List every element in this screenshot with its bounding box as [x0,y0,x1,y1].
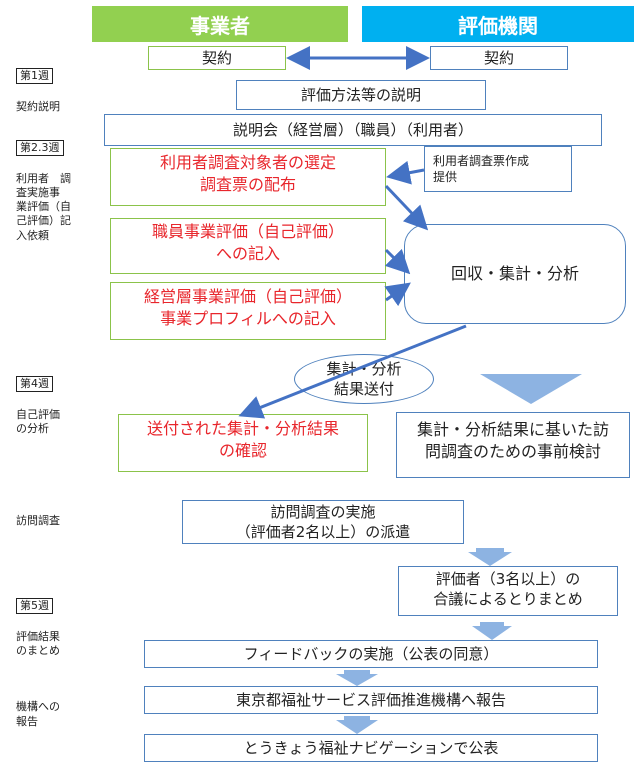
week-2-3-desc: 利用者 調 査実施事 業評価（自 己評価）記 入依頼 [16,171,71,242]
explain-method-box: 評価方法等の説明 [236,80,486,110]
survey-to-user-arrow [386,160,425,185]
staff-eval-box: 職員事業評価（自己評価） への記入 [110,218,386,274]
pre-review-box: 集計・分析結果に基いた訪 問調査のための事前検討 [396,412,630,478]
week-4-label: 第4週 [16,376,53,393]
collect-to-confirm-arrow [238,324,467,419]
user-survey-box: 利用者調査対象者の選定 調査票の配布 [110,148,386,206]
contract-evaluator: 契約 [430,46,568,70]
feedback-box: フィードバックの実施（公表の同意） [144,640,598,668]
survey-sheet-box: 利用者調査票作成 提供 [424,146,572,192]
down-arrow-4 [336,670,378,686]
down-arrow-3 [472,622,512,640]
week-2-3-label: 第2.3週 [16,140,64,157]
week-report-desc: 機構への 報告 [16,700,60,728]
big-down-arrow-1 [480,374,582,404]
week-5-label: 第5週 [16,598,53,615]
week-visit: 訪問調査 [16,500,96,529]
contract-business: 契約 [148,46,286,70]
staff-to-collect-arrow [384,248,411,275]
report-box: 東京都福祉サービス評価推進機構へ報告 [144,686,598,714]
visit-box: 訪問調査の実施 （評価者2名以上）の派遣 [182,500,464,544]
confirm-results-box: 送付された集計・分析結果 の確認 [118,414,368,472]
briefing-box: 説明会（経営層）（職員）（利用者） [104,114,602,146]
week-report: 機構への 報告 [16,686,96,729]
week-2-3: 第2.3週 利用者 調 査実施事 業評価（自 己評価）記 入依頼 [16,126,96,243]
week-1: 第1週 契約説明 [16,54,96,114]
down-arrow-5 [336,716,378,734]
mgmt-to-collect-arrow [384,282,411,307]
week-visit-desc: 訪問調査 [16,514,60,528]
week-4-desc: 自己評価 の分析 [16,407,60,435]
down-arrow-2 [468,548,512,566]
header-evaluator: 評価機関 [362,6,634,42]
collect-analyze-box: 回収・集計・分析 [404,224,626,324]
user-to-collect-arrow [384,184,429,231]
week-1-desc: 契約説明 [16,99,60,113]
week-4: 第4週 自己評価 の分析 [16,362,96,436]
consensus-box: 評価者（3名以上）の 合議によるとりまとめ [398,566,618,616]
week-5: 第5週 評価結果 のまとめ [16,584,96,658]
week-1-label: 第1週 [16,68,53,85]
week-5-desc: 評価結果 のまとめ [16,629,60,657]
publish-box: とうきょう福祉ナビゲーションで公表 [144,734,598,762]
mgmt-eval-box: 経営層事業評価（自己評価） 事業プロフィルへの記入 [110,282,386,340]
header-business: 事業者 [92,6,348,42]
